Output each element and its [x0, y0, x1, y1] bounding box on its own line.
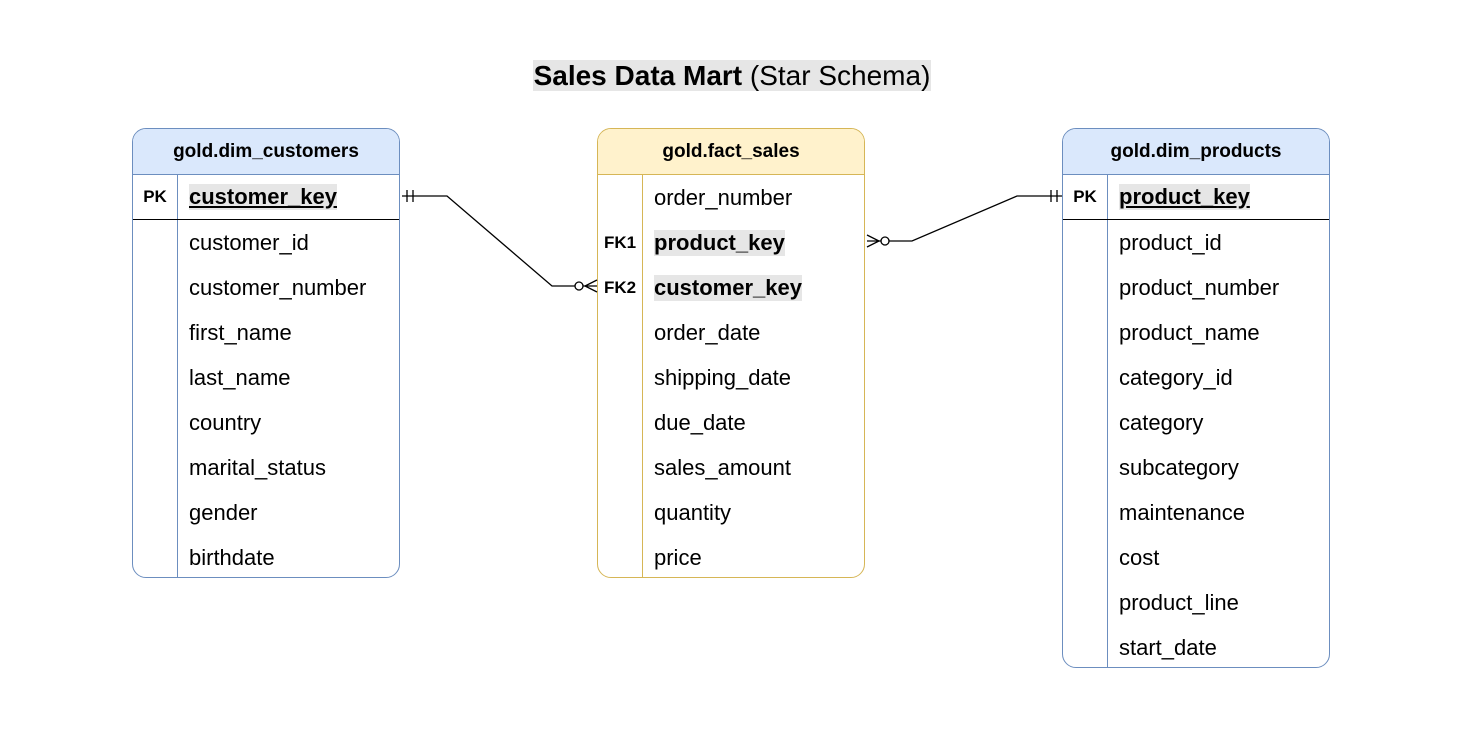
table-row[interactable]: quantity	[598, 490, 864, 535]
fk1-label: FK1	[603, 232, 637, 252]
table-header-dim-customers: gold.dim_customers	[133, 129, 399, 175]
column-name: country	[189, 409, 262, 435]
table-body-fact-sales: order_number FK1 product_key FK2 customer_…	[598, 175, 864, 577]
column-name: category	[1119, 409, 1204, 435]
column-name: subcategory	[1119, 454, 1239, 480]
table-row[interactable]: marital_status	[133, 445, 399, 490]
pk-label: PK	[1073, 187, 1097, 206]
table-row[interactable]: product_id	[1063, 220, 1329, 265]
title-regular-part: (Star Schema)	[749, 60, 931, 91]
table-dim-customers[interactable]: gold.dim_customers PK customer_key custo…	[132, 128, 400, 578]
table-row[interactable]: gender	[133, 490, 399, 535]
table-row[interactable]: due_date	[598, 400, 864, 445]
table-row-fk1[interactable]: FK1 product_key	[598, 220, 864, 265]
column-name: gender	[189, 499, 258, 525]
relationship-customers-fact-sales	[402, 190, 598, 293]
table-row[interactable]: category	[1063, 400, 1329, 445]
table-row[interactable]: product_name	[1063, 310, 1329, 355]
fk2-label: FK2	[603, 277, 637, 297]
table-row[interactable]: birthdate	[133, 535, 399, 577]
table-row-fk2[interactable]: FK2 customer_key	[598, 265, 864, 310]
zero-circle-marker	[880, 236, 890, 246]
column-name: start_date	[1119, 634, 1217, 660]
table-row[interactable]: subcategory	[1063, 445, 1329, 490]
relationship-line	[867, 195, 1062, 242]
crowfoot-marker	[583, 279, 598, 293]
table-row[interactable]: sales_amount	[598, 445, 864, 490]
table-row[interactable]: start_date	[1063, 625, 1329, 667]
table-row[interactable]: category_id	[1063, 355, 1329, 400]
table-row[interactable]: product_number	[1063, 265, 1329, 310]
title-bold-part: Sales Data Mart	[533, 60, 743, 91]
table-header-dim-products: gold.dim_products	[1063, 129, 1329, 175]
table-dim-products[interactable]: gold.dim_products PK product_key product…	[1062, 128, 1330, 668]
table-row[interactable]: customer_id	[133, 220, 399, 265]
table-row[interactable]: cost	[1063, 535, 1329, 580]
table-row[interactable]: last_name	[133, 355, 399, 400]
fk-column-customer-key: customer_key	[654, 274, 802, 301]
table-row[interactable]: first_name	[133, 310, 399, 355]
column-name: maintenance	[1119, 499, 1245, 525]
column-name: order_number	[654, 184, 793, 210]
pk-label: PK	[143, 187, 167, 206]
pk-column-product-key: product_key	[1119, 184, 1250, 210]
diagram-title-text: Sales Data Mart (Star Schema)	[532, 60, 932, 91]
table-row[interactable]: product_line	[1063, 580, 1329, 625]
column-name: birthdate	[189, 544, 275, 570]
table-body-dim-customers: PK customer_key customer_id customer_num…	[133, 175, 399, 577]
diagram-title: Sales Data Mart (Star Schema)	[0, 58, 1464, 94]
column-name: order_date	[654, 319, 761, 345]
column-name: product_id	[1119, 229, 1222, 255]
fk-column-product-key: product_key	[654, 229, 785, 256]
column-name: category_id	[1119, 364, 1233, 390]
column-name: product_number	[1119, 274, 1280, 300]
table-row[interactable]: order_date	[598, 310, 864, 355]
table-row[interactable]: customer_number	[133, 265, 399, 310]
column-name: last_name	[189, 364, 291, 390]
column-name: price	[654, 544, 702, 570]
column-name: shipping_date	[654, 364, 792, 390]
table-row[interactable]: country	[133, 400, 399, 445]
column-name: customer_id	[189, 229, 309, 255]
column-name: quantity	[654, 499, 732, 525]
relationship-products-fact-sales	[866, 190, 1062, 248]
relationship-line	[402, 195, 597, 287]
column-name: first_name	[189, 319, 292, 345]
table-row[interactable]: maintenance	[1063, 490, 1329, 535]
column-name: customer_number	[189, 274, 367, 300]
table-row-pk[interactable]: PK customer_key	[133, 175, 399, 220]
table-row-pk[interactable]: PK product_key	[1063, 175, 1329, 220]
table-body-dim-products: PK product_key product_id product_number…	[1063, 175, 1329, 667]
table-fact-sales[interactable]: gold.fact_sales order_number FK1 product_…	[597, 128, 865, 578]
pk-column-customer-key: customer_key	[189, 184, 337, 210]
crowfoot-marker	[866, 234, 881, 248]
column-name: due_date	[654, 409, 746, 435]
table-row[interactable]: price	[598, 535, 864, 577]
column-name: marital_status	[189, 454, 326, 480]
table-header-fact-sales: gold.fact_sales	[598, 129, 864, 175]
table-row[interactable]: order_number	[598, 175, 864, 220]
table-row[interactable]: shipping_date	[598, 355, 864, 400]
column-name: sales_amount	[654, 454, 791, 480]
column-name: cost	[1119, 544, 1160, 570]
zero-circle-marker	[574, 281, 584, 291]
column-name: product_name	[1119, 319, 1260, 345]
column-name: product_line	[1119, 589, 1239, 615]
